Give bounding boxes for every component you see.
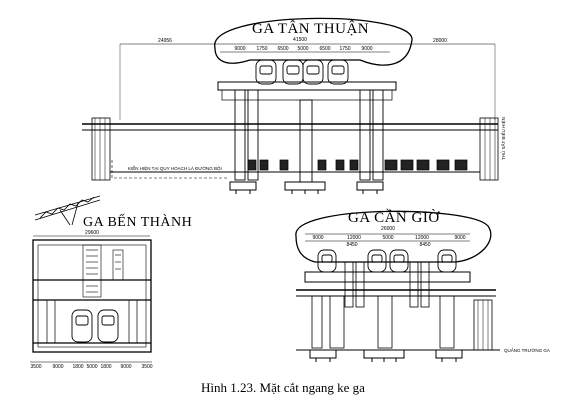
ben-thanh-bottom-dims: 3500 9000 1800 5000 1800 9000 3500 bbox=[30, 364, 152, 370]
ben-thanh-dim: 3500 bbox=[30, 364, 41, 370]
can-gio-dim: 5000 bbox=[382, 235, 393, 241]
tan-thuan-sub-dim: 1750 bbox=[339, 46, 350, 52]
tan-thuan-columns bbox=[234, 89, 384, 183]
tan-thuan-sub-dim: 1750 bbox=[256, 46, 267, 52]
tan-thuan-canopy bbox=[214, 17, 413, 66]
can-gio-columns bbox=[311, 261, 455, 349]
ben-thanh-total-width: 29600 bbox=[85, 230, 99, 236]
tan-thuan-sub-dim: 6500 bbox=[319, 46, 330, 52]
tan-thuan-section bbox=[82, 17, 499, 194]
figure-caption: Hình 1.23. Mặt cắt ngang ke ga bbox=[201, 380, 365, 395]
tan-thuan-total-width: 41500 bbox=[293, 37, 307, 43]
tan-thuan-street-vehicles bbox=[247, 159, 468, 171]
ben-thanh-escalators bbox=[82, 244, 124, 298]
tan-thuan-right-label: THỦ SẮT BIỂU HIỆN bbox=[499, 117, 506, 160]
can-gio-total-width: 26000 bbox=[381, 226, 395, 232]
can-gio-sub-dim: 8450 bbox=[419, 242, 430, 248]
can-gio-foundations bbox=[309, 349, 463, 362]
can-gio-trains bbox=[317, 249, 457, 273]
tan-thuan-sub-dim: 9000 bbox=[361, 46, 372, 52]
can-gio-dim: 9000 bbox=[454, 235, 465, 241]
tan-thuan-sub-dim: 5000 bbox=[297, 46, 308, 52]
ben-thanh-section bbox=[30, 195, 152, 363]
can-gio-dim: 12000 bbox=[415, 235, 429, 241]
ben-thanh-dim: 1800 bbox=[72, 364, 83, 370]
can-gio-dim: 9000 bbox=[312, 235, 323, 241]
ben-thanh-crane bbox=[34, 195, 101, 226]
ben-thanh-dim: 9000 bbox=[120, 364, 131, 370]
ben-thanh-trains bbox=[71, 309, 119, 343]
ben-thanh-dim: 9000 bbox=[52, 364, 63, 370]
tan-thuan-left-label: KIỂN HIỆN TẠI QUY HOẠCH LÀ ĐƯỜNG BỘI bbox=[128, 164, 222, 171]
can-gio-title: GA CẦN GIỜ bbox=[348, 209, 440, 226]
tan-thuan-foundations bbox=[229, 181, 384, 194]
can-gio-dim: 12000 bbox=[347, 235, 361, 241]
can-gio-dims: 9000 12000 5000 12000 9000 8450 8450 bbox=[312, 235, 465, 248]
tan-thuan-sub-dim: 9000 bbox=[234, 46, 245, 52]
tan-thuan-title: GA TÂN THUẬN bbox=[252, 20, 369, 37]
ben-thanh-box bbox=[32, 239, 152, 353]
can-gio-section bbox=[295, 210, 500, 362]
ben-thanh-dim: 3500 bbox=[141, 364, 152, 370]
tan-thuan-trains bbox=[255, 59, 349, 85]
tan-thuan-sub-dim: 6500 bbox=[277, 46, 288, 52]
ben-thanh-dim: 5000 bbox=[86, 364, 97, 370]
tan-thuan-right-span: 28000 bbox=[433, 38, 447, 44]
ben-thanh-title: GA BẾN THÀNH bbox=[83, 213, 192, 230]
can-gio-note: QUẢNG TRƯỜNG GA bbox=[504, 347, 550, 353]
tan-thuan-left-span: 24956 bbox=[158, 38, 172, 44]
ben-thanh-dim: 1800 bbox=[100, 364, 111, 370]
can-gio-canopy bbox=[295, 210, 492, 263]
tan-thuan-sub-dims: 9000 1750 6500 5000 6500 1750 9000 bbox=[234, 46, 372, 52]
can-gio-sub-dim: 8450 bbox=[346, 242, 357, 248]
